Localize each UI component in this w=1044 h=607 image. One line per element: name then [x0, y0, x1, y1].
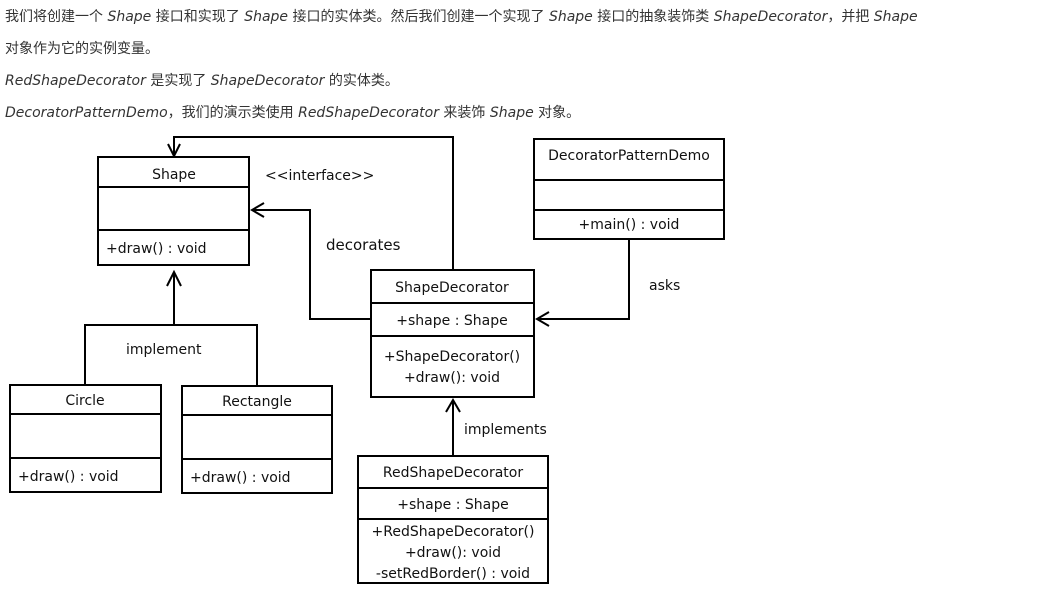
- class-red-shape-decorator: RedShapeDecorator +shape : Shape +RedSha…: [357, 455, 549, 584]
- method: +draw() : void: [18, 469, 119, 485]
- class-circle: Circle +draw() : void: [9, 384, 162, 493]
- text-segment: 对象。: [533, 105, 581, 121]
- method: +draw(): void: [404, 370, 500, 386]
- text-segment: 对象作为它的实例变量。: [5, 41, 159, 57]
- text-segment: 接口的实体类。然后我们创建一个实现了: [288, 9, 549, 25]
- class-name: RedShapeDecorator: [383, 465, 523, 481]
- class-name: Circle: [65, 393, 104, 409]
- class-rectangle: Rectangle +draw() : void: [181, 385, 333, 494]
- text-segment: ，我们的演示类使用: [167, 105, 299, 121]
- intro-line-1-cont: 对象作为它的实例变量。: [5, 39, 159, 59]
- interface-stereotype: <<interface>>: [265, 168, 374, 184]
- method: +draw() : void: [190, 470, 291, 486]
- italic-term: DecoratorPatternDemo: [5, 105, 168, 121]
- class-shape: Shape +draw() : void: [97, 156, 250, 266]
- italic-term: ShapeDecorator: [210, 73, 325, 89]
- italic-term: RedShapeDecorator: [298, 105, 439, 121]
- text-segment: 是实现了: [145, 73, 211, 89]
- label-implement: implement: [126, 342, 202, 358]
- italic-term: Shape: [107, 9, 152, 25]
- decorator-top-connector: [173, 136, 454, 270]
- label-asks: asks: [649, 278, 680, 294]
- method: +RedShapeDecorator(): [372, 524, 535, 540]
- implement-arrowhead: [166, 269, 182, 287]
- text-segment: 接口和实现了: [151, 9, 245, 25]
- intro-line-1: 我们将创建一个 Shape 接口和实现了 Shape 接口的实体类。然后我们创建…: [5, 7, 918, 27]
- italic-term: Shape: [548, 9, 593, 25]
- italic-term: Shape: [489, 105, 534, 121]
- text-segment: 接口的抽象装饰类: [592, 9, 714, 25]
- decorates-connector: [252, 209, 371, 320]
- text-segment: 来装饰: [438, 105, 490, 121]
- italic-term: Shape: [244, 9, 289, 25]
- text-segment: 我们将创建一个: [5, 9, 108, 25]
- class-name: ShapeDecorator: [395, 280, 509, 296]
- intro-line-3: DecoratorPatternDemo，我们的演示类使用 RedShapeDe…: [5, 103, 580, 123]
- class-decorator-pattern-demo: DecoratorPatternDemo +main() : void: [533, 138, 725, 240]
- method: +draw(): void: [405, 545, 501, 561]
- method: -setRedBorder() : void: [376, 566, 530, 582]
- text-segment: 的实体类。: [324, 73, 399, 89]
- class-name: DecoratorPatternDemo: [548, 148, 710, 164]
- asks-arrowhead: [535, 311, 550, 327]
- implement-connector: [84, 272, 258, 385]
- label-decorates: decorates: [326, 236, 401, 254]
- intro-line-2: RedShapeDecorator 是实现了 ShapeDecorator 的实…: [5, 71, 399, 91]
- text-segment: ，并把: [827, 9, 874, 25]
- italic-term: RedShapeDecorator: [5, 73, 146, 89]
- attribute: +shape : Shape: [397, 497, 508, 513]
- method: +draw() : void: [106, 241, 207, 257]
- implements-arrowhead: [445, 398, 461, 413]
- method: +main() : void: [579, 217, 680, 233]
- attribute: +shape : Shape: [396, 313, 507, 329]
- decorates-arrowhead: [250, 202, 265, 218]
- asks-connector: [537, 239, 630, 320]
- italic-term: ShapeDecorator: [713, 9, 828, 25]
- class-name: Shape: [152, 167, 196, 183]
- method: +ShapeDecorator(): [384, 349, 520, 365]
- connectors: [84, 136, 630, 456]
- class-name: Rectangle: [222, 394, 292, 410]
- label-implements: implements: [464, 422, 547, 438]
- class-shape-decorator: ShapeDecorator +shape : Shape +ShapeDeco…: [370, 269, 535, 398]
- italic-term: Shape: [873, 9, 918, 25]
